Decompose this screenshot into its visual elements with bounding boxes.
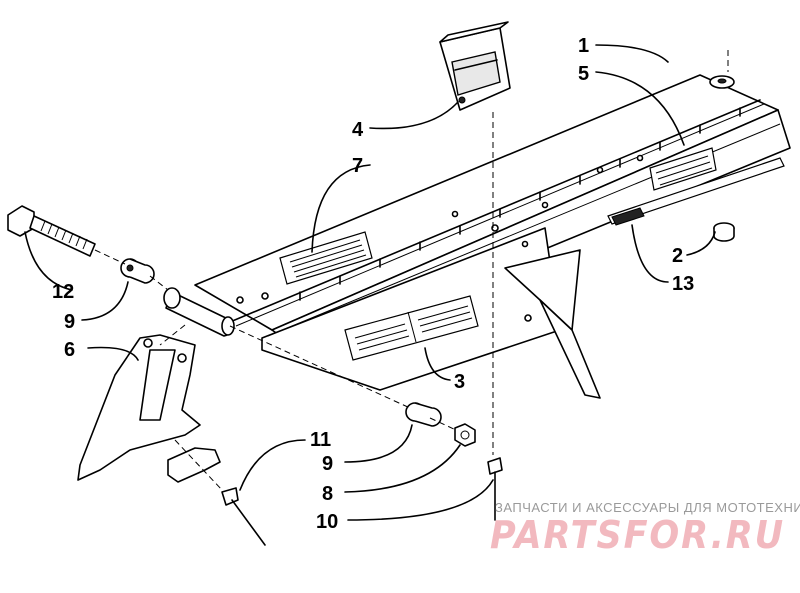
decal-stripe-13 [607, 157, 785, 226]
callout-13: 13 [672, 273, 694, 295]
bolt-part-12 [7, 205, 96, 257]
decal-caution-3 [344, 295, 479, 361]
hinge-tube [163, 287, 235, 337]
callout-7: 7 [352, 155, 363, 177]
bracket-part-6 [77, 334, 201, 481]
watermark-tagline: ЗАПЧАСТИ И АКСЕССУАРЫ ДЛЯ МОТОТЕХНИКИ [495, 500, 800, 515]
callouts: 1 5 4 7 2 13 12 9 6 3 11 9 8 10 [52, 35, 694, 533]
bumper-part-2 [713, 222, 735, 242]
nut-part-8 [454, 423, 476, 447]
callout-11: 11 [310, 429, 331, 451]
callout-3: 3 [454, 371, 465, 393]
callout-9-lower: 9 [322, 453, 333, 475]
watermark: ЗАПЧАСТИ И АКСЕССУАРЫ ДЛЯ МОТОТЕХНИКИ PA… [490, 500, 800, 557]
decal-warning-7 [279, 231, 373, 285]
leader-lines [24, 44, 716, 521]
watermark-logo: PARTSFOR.RU [490, 513, 785, 557]
bushing-part-9-upper [120, 258, 155, 284]
callout-12: 12 [52, 281, 74, 303]
rivet-holes [236, 154, 644, 322]
callout-4: 4 [352, 119, 364, 141]
callout-9-upper: 9 [64, 311, 75, 333]
callout-10: 10 [316, 511, 338, 533]
pin-part-10 [487, 457, 503, 521]
assembly-lines [94, 50, 729, 491]
decal-5 [649, 147, 717, 191]
rivet-part-11 [221, 487, 266, 546]
callout-2: 2 [672, 245, 683, 267]
callout-1: 1 [578, 35, 589, 57]
callout-8: 8 [322, 483, 333, 505]
knob [167, 447, 221, 483]
callout-6: 6 [64, 339, 75, 361]
hinge-knuckles [299, 107, 741, 301]
bushing-part-9-lower [405, 402, 442, 427]
clamp-part-4 [439, 21, 511, 111]
callout-5: 5 [578, 63, 589, 85]
